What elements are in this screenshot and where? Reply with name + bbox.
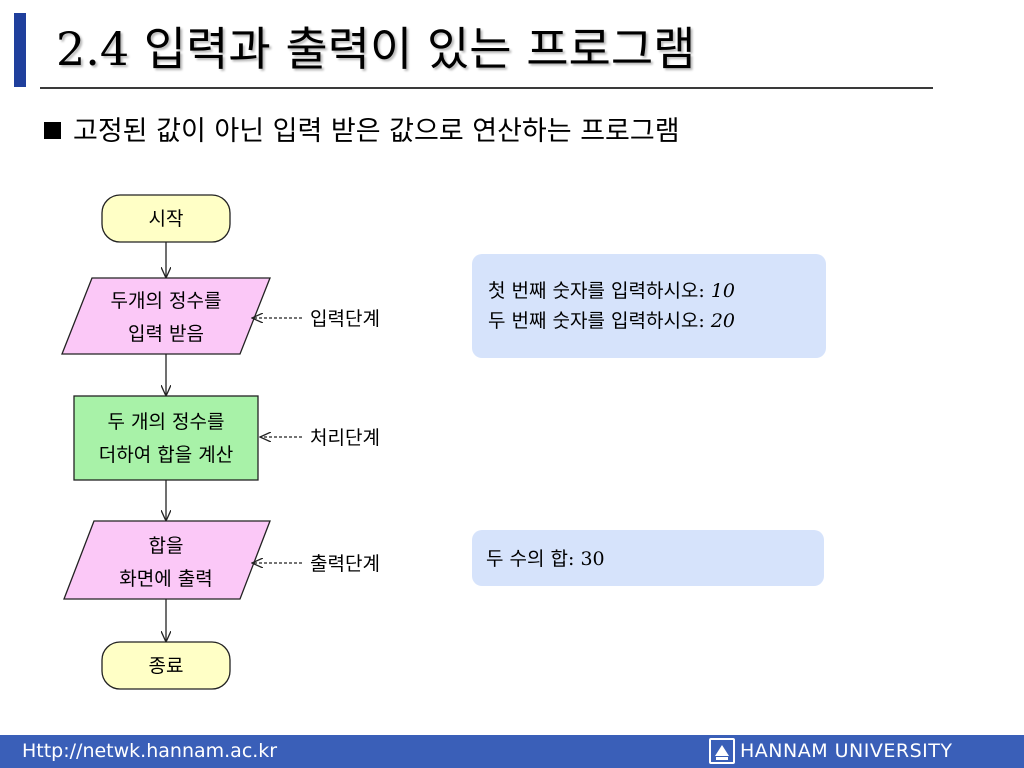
prompt-first-number: 첫 번째 숫자를 입력하시오: [488, 280, 711, 302]
console-output-line: 두 수의 합: 30 [486, 548, 605, 570]
output-line2: 화면에 출력 [119, 568, 212, 590]
title-accent-bar [14, 13, 26, 87]
subtitle-text: 고정된 값이 아닌 입력 받은 값으로 연산하는 프로그램 [73, 116, 680, 147]
page-title: 2.4 입력과 출력이 있는 프로그램 [56, 22, 696, 76]
footer-url-link[interactable]: Http://netwk.hannam.ac.kr [22, 740, 278, 762]
end-label: 종료 [149, 655, 184, 677]
flowchart: 시작 두개의 정수를 입력 받음 두 개의 정수를 더하여 합을 계산 합을 화… [61, 194, 380, 690]
university-logo-icon [709, 738, 735, 764]
title-divider [40, 87, 933, 89]
output-line1: 합을 [149, 535, 184, 557]
prompt-second-number: 두 번째 숫자를 입력하시오: [488, 310, 711, 332]
value-second-number: 20 [710, 310, 736, 332]
output-stage-label: 출력단계 [310, 553, 380, 575]
console-input-line2: 두 번째 숫자를 입력하시오: 20 [488, 306, 735, 336]
value-first-number: 10 [710, 280, 736, 302]
output-parallelogram [63, 520, 271, 600]
console-output-box: 두 수의 합: 30 [472, 530, 824, 586]
input-line1: 두개의 정수를 [111, 290, 222, 312]
input-stage-label: 입력단계 [310, 308, 380, 330]
console-input-line1: 첫 번째 숫자를 입력하시오: 10 [488, 276, 735, 306]
process-stage-label: 처리단계 [310, 427, 380, 449]
end-terminal [101, 641, 231, 690]
process-line2: 더하여 합을 계산 [99, 444, 233, 466]
process-line1: 두 개의 정수를 [108, 411, 225, 433]
subtitle: 고정된 값이 아닌 입력 받은 값으로 연산하는 프로그램 [44, 110, 680, 154]
university-name: HANNAM UNIVERSITY [740, 740, 953, 762]
input-parallelogram [61, 277, 271, 355]
input-line2: 입력 받음 [128, 323, 204, 345]
footer-bar: Http://netwk.hannam.ac.kr HANNAM UNIVERS… [0, 735, 1024, 768]
start-label: 시작 [149, 208, 184, 230]
console-input-box: 첫 번째 숫자를 입력하시오: 10 두 번째 숫자를 입력하시오: 20 [472, 254, 826, 358]
start-terminal [101, 194, 231, 243]
process-box [73, 395, 259, 481]
square-bullet-icon [44, 122, 61, 139]
